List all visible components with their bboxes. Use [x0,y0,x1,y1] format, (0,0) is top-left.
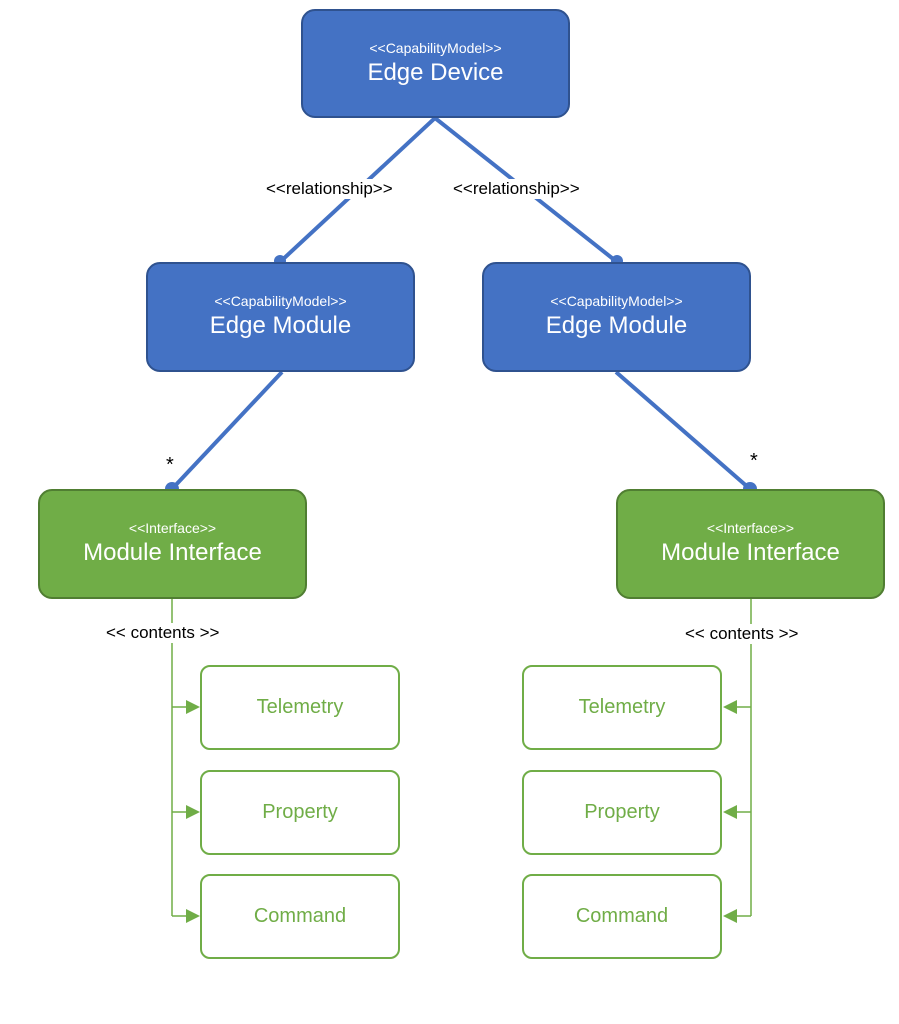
command-left-node[interactable]: Command [200,874,400,959]
contents-label-left: << contents >> [106,623,220,643]
interface-left-stereotype: <<Interface>> [128,520,217,536]
interface-right-name: Module Interface [661,539,840,566]
edge-device-name: Edge Device [367,58,504,86]
contents-arrow-right-1 [723,700,737,714]
edge-module-left-name: Edge Module [209,312,352,339]
command-right-node[interactable]: Command [522,874,722,959]
edge-module-left-stereotype: <<CapabilityModel>> [214,293,347,309]
edge-device-stereotype: <<CapabilityModel>> [369,39,502,56]
contents-arrow-left-2 [186,805,200,819]
edge-device-node[interactable]: <<CapabilityModel>> Edge Device [301,9,570,118]
interface-right-node[interactable]: <<Interface>> Module Interface [616,489,885,599]
edge-module-left-node[interactable]: <<CapabilityModel>> Edge Module [146,262,415,372]
module-interface-line-left [170,370,284,491]
interface-right-stereotype: <<Interface>> [706,520,795,536]
contents-arrow-right-2 [723,805,737,819]
contents-label-right: << contents >> [685,624,799,644]
module-interface-line-right [614,370,752,491]
relationship-label-right: <<relationship>> [453,179,580,199]
relationship-label-left: <<relationship>> [266,179,393,199]
multiplicity-left: * [166,454,174,476]
interface-left-name: Module Interface [83,539,262,566]
contents-arrow-left-3 [186,909,200,923]
property-right-node[interactable]: Property [522,770,722,855]
telemetry-left-node[interactable]: Telemetry [200,665,400,750]
contents-arrow-left-1 [186,700,200,714]
telemetry-right-node[interactable]: Telemetry [522,665,722,750]
edge-module-right-stereotype: <<CapabilityModel>> [550,293,683,309]
contents-arrow-right-3 [723,909,737,923]
interface-left-node[interactable]: <<Interface>> Module Interface [38,489,307,599]
edge-module-right-node[interactable]: <<CapabilityModel>> Edge Module [482,262,751,372]
property-left-node[interactable]: Property [200,770,400,855]
edge-module-right-name: Edge Module [545,312,688,339]
multiplicity-right: * [750,450,758,472]
